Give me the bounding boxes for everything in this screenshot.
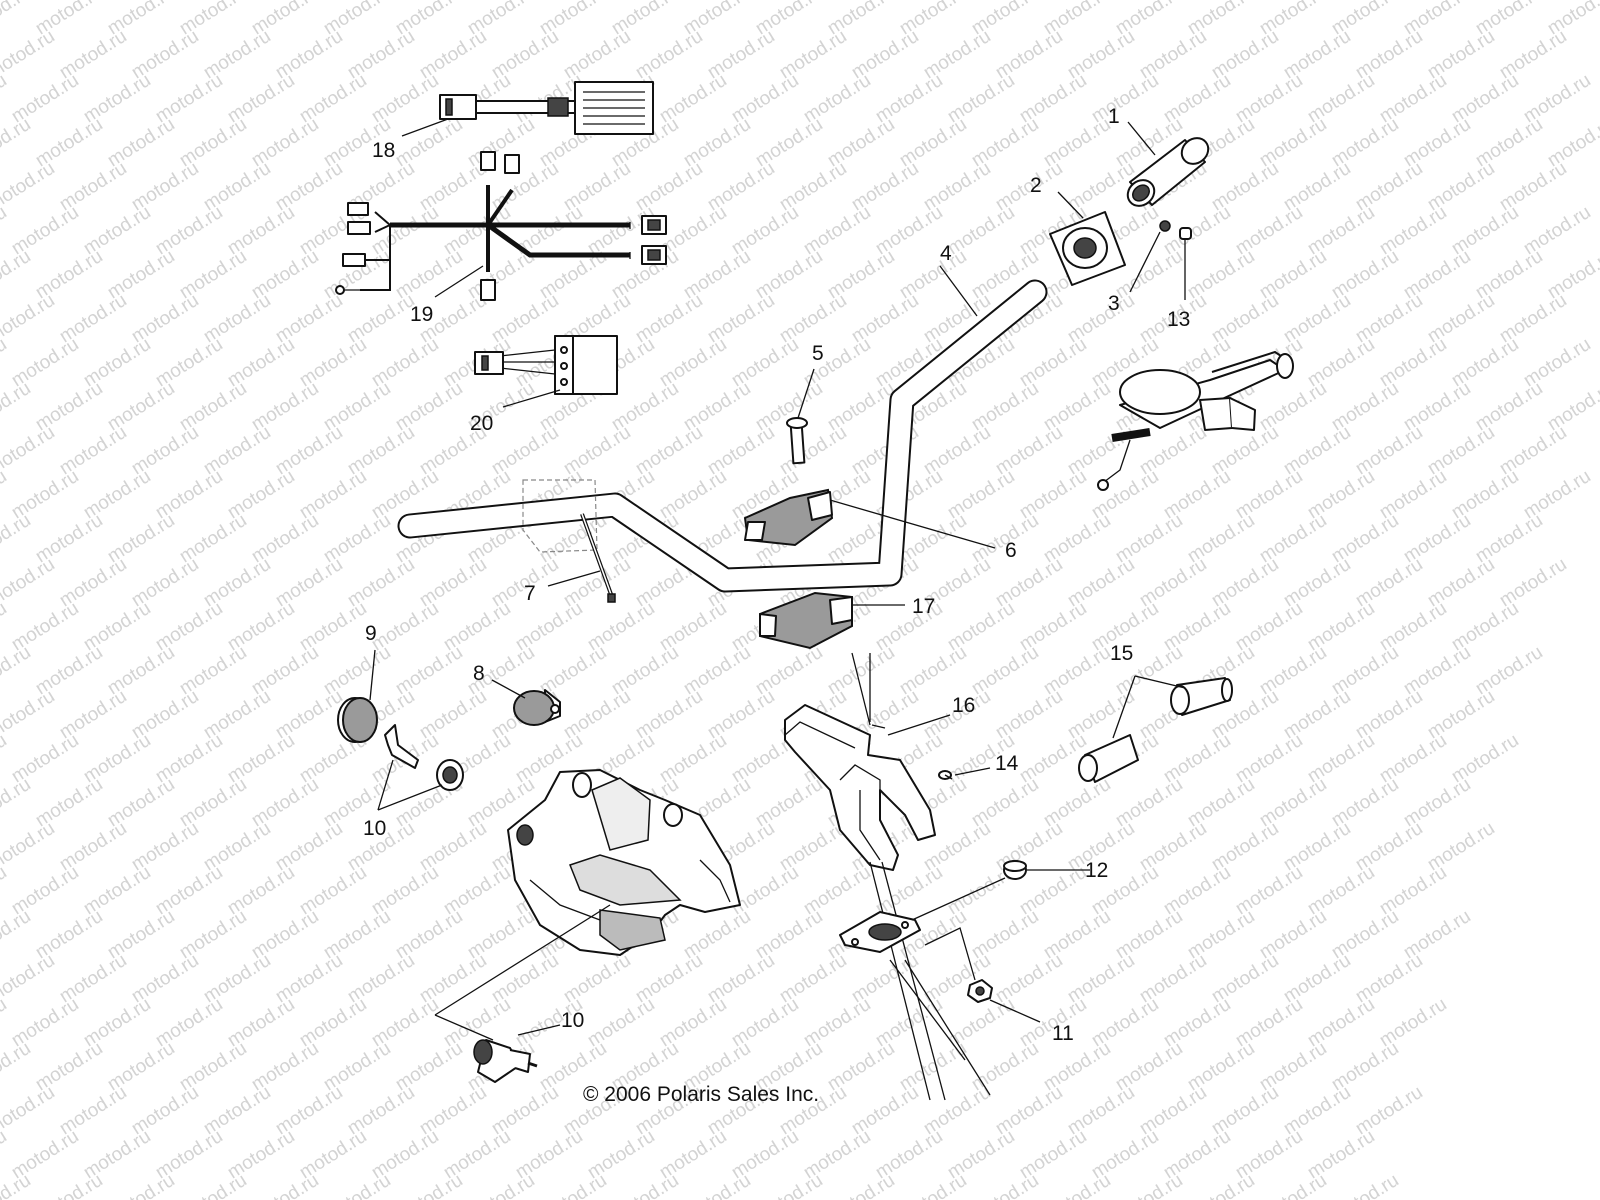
callout-3: 3 — [1108, 292, 1120, 315]
callout-12: 12 — [1085, 859, 1108, 882]
part-7-cable-tie — [547, 513, 616, 603]
callout-5: 5 — [812, 342, 824, 365]
callout-16: 16 — [952, 694, 975, 717]
part-13-cap — [1179, 227, 1192, 300]
part-3-screw — [1129, 220, 1171, 293]
part-8-indicator — [491, 679, 561, 726]
part-12-bushing — [911, 860, 1090, 921]
callout-18: 18 — [372, 139, 395, 162]
part-9-cap — [337, 649, 378, 743]
steering-post — [839, 861, 991, 1101]
callout-9: 9 — [365, 622, 377, 645]
callout-1: 1 — [1108, 105, 1120, 128]
part-10-switch — [434, 904, 611, 1083]
part-16-bracket — [784, 653, 951, 871]
part-5-bolt — [786, 368, 815, 465]
console-pod — [507, 769, 741, 956]
part-18-resistor — [401, 81, 654, 137]
callout-8: 8 — [473, 662, 485, 685]
callout-17: 17 — [912, 595, 935, 618]
callout-labels: 1 2 3 4 5 6 7 8 9 10 10 11 12 13 14 15 1… — [363, 105, 1190, 1045]
part-4-handlebar — [397, 265, 1048, 593]
part-6-upper-clamp — [743, 488, 996, 549]
callout-13: 13 — [1167, 308, 1190, 331]
part-14-screw — [938, 767, 991, 780]
callout-19: 19 — [410, 303, 433, 326]
callout-10-lower: 10 — [561, 1009, 584, 1032]
callout-6: 6 — [1005, 539, 1017, 562]
part-11-nut — [924, 927, 1041, 1023]
part-10-clip-grommet — [377, 724, 464, 811]
callout-2: 2 — [1030, 174, 1042, 197]
callout-7: 7 — [524, 582, 536, 605]
part-19-harness — [335, 151, 667, 301]
brake-lever-assembly — [1097, 350, 1294, 491]
part-1-grip — [1126, 121, 1210, 207]
callout-11: 11 — [1052, 1022, 1074, 1045]
callout-10-upper: 10 — [363, 817, 386, 840]
callout-15: 15 — [1110, 642, 1133, 665]
callout-4: 4 — [940, 242, 952, 265]
part-2-throttle-housing — [1049, 191, 1126, 286]
callout-20: 20 — [470, 412, 493, 435]
callout-14: 14 — [995, 752, 1019, 775]
part-17-lower-clamp — [759, 591, 905, 726]
copyright-text: © 2006 Polaris Sales Inc. — [583, 1083, 820, 1106]
part-15-grips — [1078, 675, 1233, 783]
part-20-module — [474, 335, 618, 408]
